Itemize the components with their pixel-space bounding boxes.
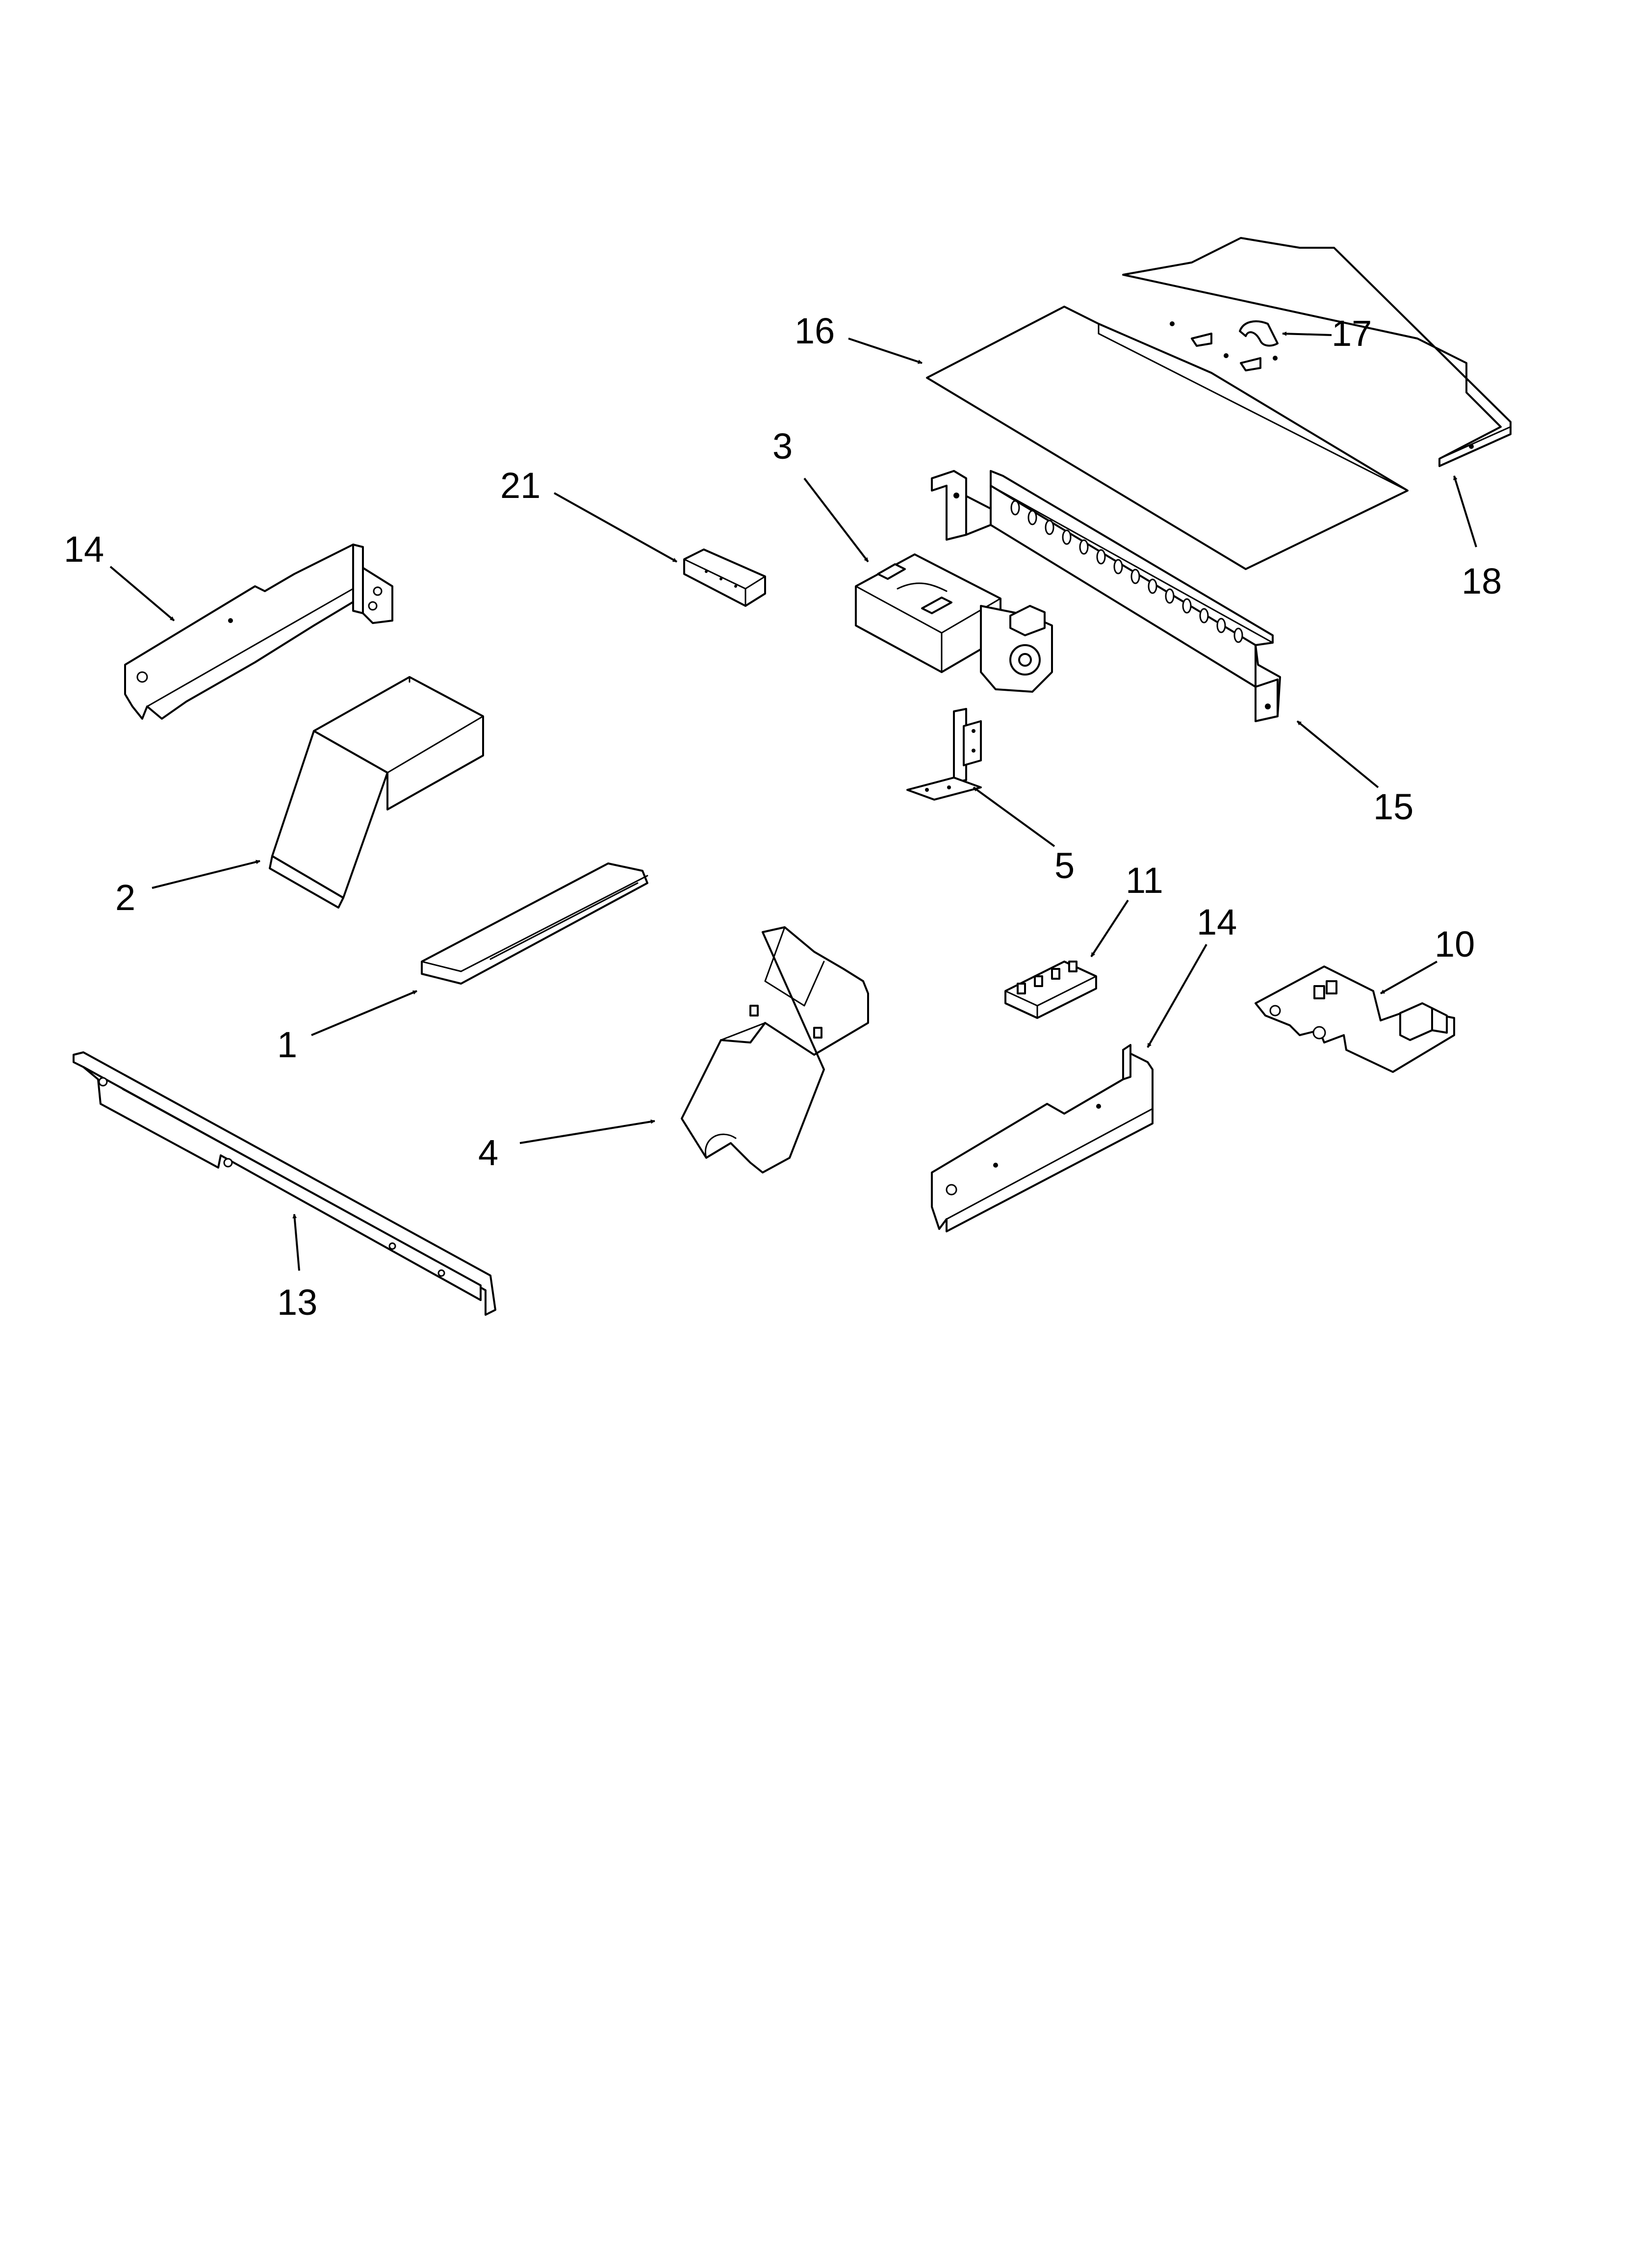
- leader-15: [1296, 720, 1379, 788]
- leader-lines: [109, 331, 1477, 1271]
- leader-10: [1380, 961, 1437, 994]
- part-13-long-rail: [73, 1051, 496, 1316]
- leader-21: [554, 492, 677, 563]
- leader-16: [848, 338, 923, 364]
- leader-13: [292, 1214, 300, 1271]
- callout-16: 16: [795, 311, 835, 351]
- part-14-right-bracket: [931, 1044, 1154, 1232]
- part-5-bracket: [906, 708, 982, 801]
- leader-4: [519, 1119, 655, 1144]
- part-14-left-bracket: [124, 544, 393, 720]
- part-2-duct: [269, 676, 484, 909]
- callout-3: 3: [772, 426, 793, 467]
- part-1-channel: [421, 862, 648, 985]
- callout-11: 11: [1126, 860, 1163, 901]
- callout-14-left: 14: [64, 529, 104, 570]
- callout-5: 5: [1054, 845, 1075, 886]
- part-4-shield: [681, 926, 869, 1173]
- callout-10: 10: [1435, 924, 1475, 965]
- callout-13: 13: [277, 1282, 317, 1323]
- rail-perforations: [1010, 500, 1243, 643]
- part-21-block: [683, 548, 766, 607]
- leader-17: [1282, 331, 1332, 336]
- callout-18: 18: [1462, 561, 1502, 601]
- part-18-rear-panel: [1122, 237, 1512, 467]
- part-15-front-rail: [931, 470, 1281, 722]
- part-16-top-panel: [926, 306, 1409, 570]
- callout-4: 4: [478, 1132, 498, 1173]
- callout-15: 15: [1373, 786, 1413, 827]
- leader-11: [1090, 899, 1129, 958]
- leader-1: [311, 990, 417, 1036]
- part-10-switch-plate: [1255, 965, 1455, 1073]
- leader-14-left: [109, 566, 175, 622]
- leader-14-right: [1147, 944, 1207, 1048]
- part-17-clip: [1239, 320, 1279, 361]
- leader-5: [973, 786, 1055, 847]
- part-3-control-assembly: [855, 553, 1053, 693]
- callout-14-right: 14: [1197, 902, 1237, 942]
- callout-labels: 16 17 18 3 21 14 15 5 2 11 14 10 1 4 13: [64, 311, 1502, 1323]
- callout-1: 1: [277, 1024, 297, 1065]
- leader-18: [1453, 475, 1477, 547]
- leader-2: [152, 860, 260, 889]
- callout-2: 2: [115, 877, 135, 918]
- leader-3: [803, 477, 869, 563]
- callout-21: 21: [500, 465, 540, 506]
- callout-17: 17: [1332, 313, 1372, 354]
- part-11-terminal-block: [1004, 961, 1097, 1019]
